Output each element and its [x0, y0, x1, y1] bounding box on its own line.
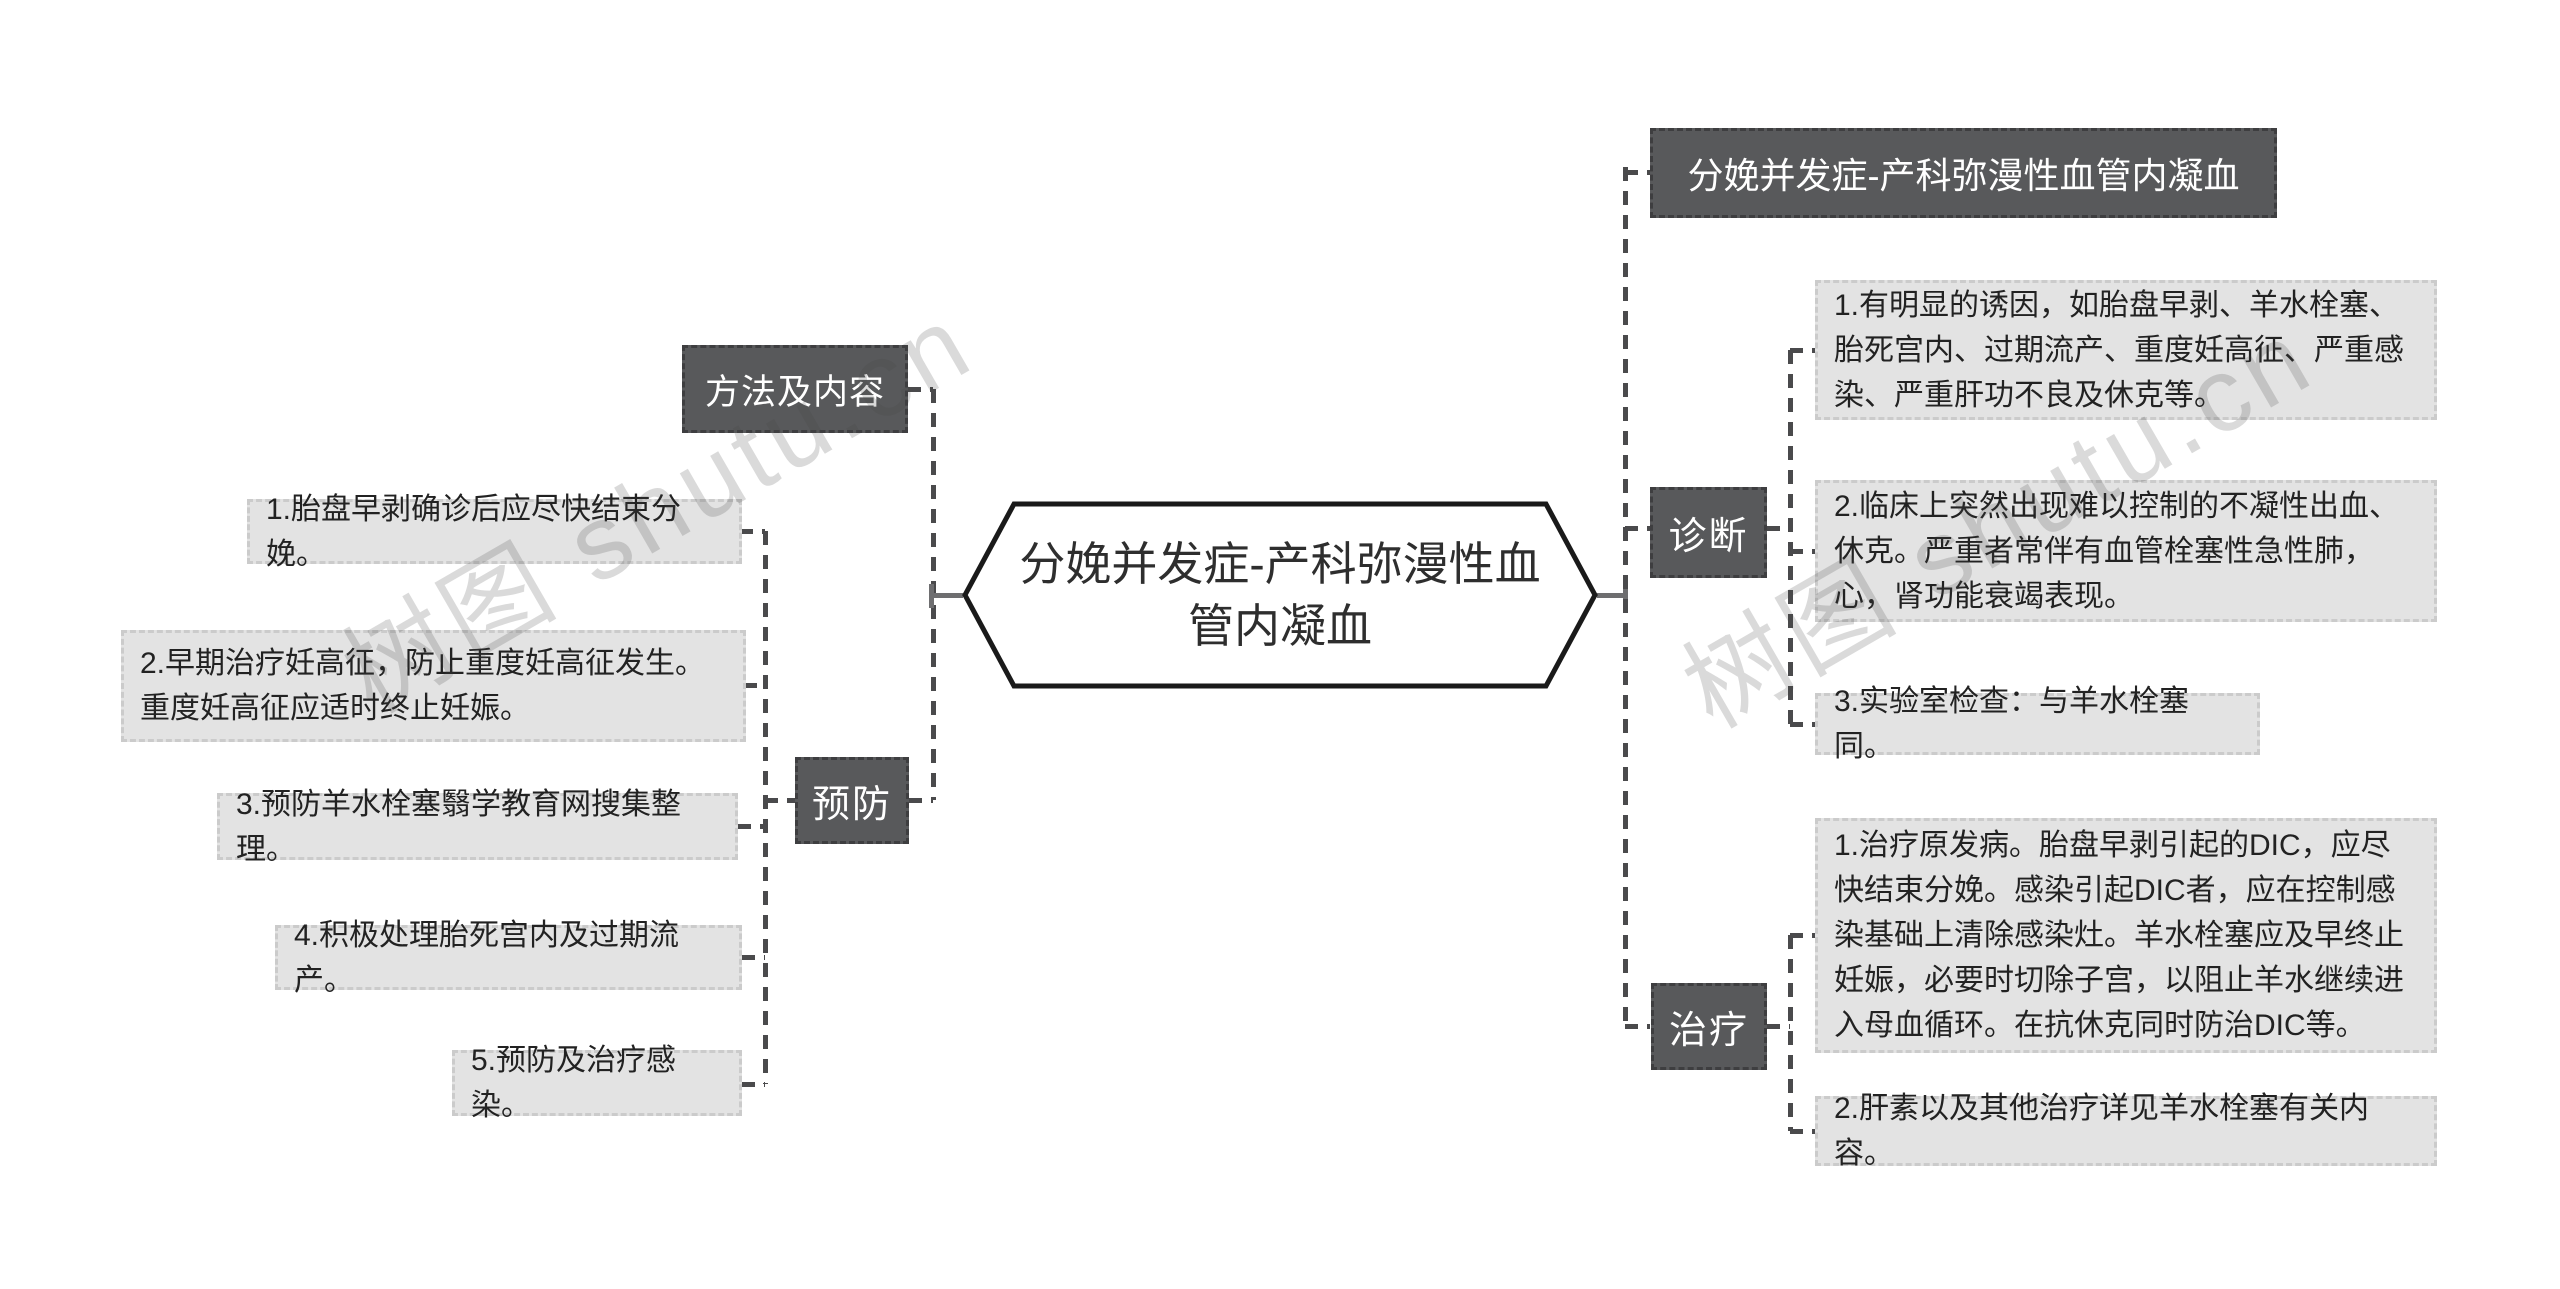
node-treatment-item-1[interactable]: 1.治疗原发病。胎盘早剥引起的DIC，应尽快结束分娩。感染引起DIC者，应在控制… [1815, 818, 2437, 1053]
node-diagnosis-item-2[interactable]: 2.临床上突然出现难以控制的不凝性出血、休克。严重者常伴有血管栓塞性急性肺，心，… [1815, 480, 2437, 622]
connector-prevention-node-right [909, 798, 933, 803]
connector-diagnosis-node-left [1625, 526, 1650, 531]
diagnosis-item-3-text: 3.实验室检查：与羊水栓塞同。 [1834, 685, 2190, 763]
connector-diagnosis-node-right [1767, 526, 1790, 531]
prevention-item-3-text: 3.预防羊水栓塞翳学教育网搜集整理。 [236, 787, 682, 866]
connector-prevention-item-1 [740, 529, 765, 534]
node-prevention-item-4[interactable]: 4.积极处理胎死宫内及过期流产。 [275, 919, 742, 997]
node-diagnosis-item-1[interactable]: 1.有明显的诱因，如胎盘早剥、羊水栓塞、胎死宫内、过期流产、重度妊高征、严重感染… [1815, 280, 2437, 420]
connector-treatment-item-2 [1790, 1129, 1815, 1134]
treatment-item-2-text: 2.肝素以及其他治疗详见羊水栓塞有关内容。 [1834, 1092, 2370, 1170]
connector-right-branch-spine [1623, 167, 1628, 1026]
node-topic-right-label: 分娩并发症-产科弥漫性血管内凝血 [1687, 155, 2240, 196]
node-methods-label: 方法及内容 [704, 372, 885, 412]
connector-treatment-items-spine [1788, 935, 1793, 1131]
treatment-item-1-text: 1.治疗原发病。胎盘早剥引起的DIC，应尽快结束分娩。感染引起DIC者，应在控制… [1834, 829, 2404, 1042]
connector-diagnosis-item-3 [1790, 722, 1815, 727]
node-diagnosis-label: 诊断 [1668, 516, 1749, 558]
connector-prevention-item-3 [738, 824, 765, 829]
root-hexagon-shape [962, 501, 1598, 689]
node-diagnosis-item-3[interactable]: 3.实验室检查：与羊水栓塞同。 [1815, 685, 2260, 763]
node-treatment-item-2[interactable]: 2.肝素以及其他治疗详见羊水栓塞有关内容。 [1815, 1092, 2437, 1170]
node-prevention-label: 预防 [811, 784, 892, 826]
connector-treatment-node-right [1767, 1024, 1790, 1029]
connector-diagnosis-item-1 [1790, 348, 1815, 353]
node-prevention-item-3[interactable]: 3.预防羊水栓塞翳学教育网搜集整理。 [217, 788, 738, 866]
connector-prevention-node-left [765, 798, 795, 803]
connector-diagnosis-item-2 [1790, 549, 1815, 554]
connector-prevention-item-2 [744, 683, 765, 688]
node-topic-right[interactable]: 分娩并发症-产科弥漫性血管内凝血 [1650, 128, 2277, 218]
node-treatment[interactable]: 治疗 [1651, 983, 1767, 1070]
root-node-title: 分娩并发症-产科弥漫性血管内凝血 [1019, 538, 1541, 652]
connector-root-right [1597, 593, 1625, 598]
root-node[interactable]: 分娩并发症-产科弥漫性血管内凝血 [962, 500, 1598, 690]
diagnosis-item-2-text: 2.临床上突然出现难以控制的不凝性出血、休克。严重者常伴有血管栓塞性急性肺，心，… [1834, 489, 2400, 613]
prevention-item-4-text: 4.积极处理胎死宫内及过期流产。 [294, 918, 680, 997]
connector-root-left-cap [929, 584, 934, 608]
connector-diagnosis-items-spine [1788, 350, 1793, 724]
node-methods[interactable]: 方法及内容 [682, 345, 908, 433]
diagnosis-item-1-text: 1.有明显的诱因，如胎盘早剥、羊水栓塞、胎死宫内、过期流产、重度妊高征、严重感染… [1834, 288, 2404, 412]
prevention-item-2-text: 2.早期治疗妊高征，防止重度妊高征发生。重度妊高征应适时终止妊娠。 [140, 647, 706, 725]
connector-root-left [933, 593, 963, 598]
connector-prevention-item-4 [742, 955, 765, 960]
connector-methods-node [908, 387, 933, 392]
prevention-item-1-text: 1.胎盘早剥确诊后应尽快结束分娩。 [266, 492, 682, 571]
node-prevention-item-1[interactable]: 1.胎盘早剥确诊后应尽快结束分娩。 [247, 493, 742, 571]
node-prevention-item-5[interactable]: 5.预防及治疗感染。 [452, 1044, 742, 1122]
connector-treatment-node-left [1625, 1024, 1650, 1029]
node-prevention-item-2[interactable]: 2.早期治疗妊高征，防止重度妊高征发生。重度妊高征应适时终止妊娠。 [121, 630, 746, 742]
node-treatment-label: 治疗 [1668, 1010, 1749, 1052]
connector-treatment-item-1 [1790, 933, 1815, 938]
prevention-item-5-text: 5.预防及治疗感染。 [471, 1044, 677, 1122]
node-prevention[interactable]: 预防 [795, 757, 909, 844]
node-diagnosis[interactable]: 诊断 [1650, 487, 1767, 578]
connector-prevention-item-5 [742, 1082, 765, 1087]
connector-topic-node [1625, 170, 1650, 175]
connector-prevention-items-spine [763, 531, 768, 1084]
